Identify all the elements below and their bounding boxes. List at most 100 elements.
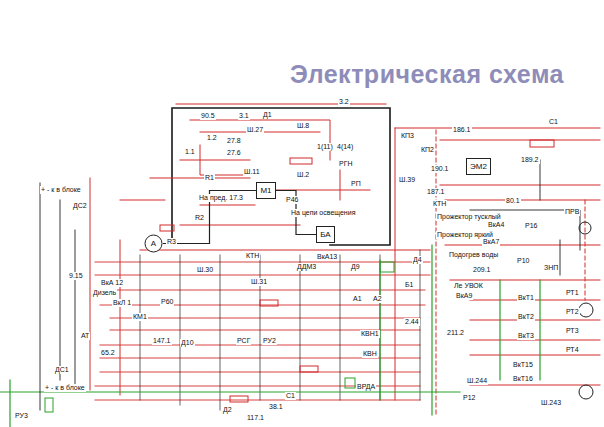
device-box: ЭМ2 [466,158,491,175]
diagram-title: Электрическая схема [290,60,564,89]
wire-label: 1.2 [206,134,218,142]
wire-label: На пред. 17.3 [198,194,244,202]
wire-label: 190.1 [430,165,450,173]
meter-circle: А [144,234,163,253]
black-wire [140,250,420,410]
wire-label: А1 [352,295,363,303]
wire-label: Д1 [262,111,273,119]
coil-symbol [260,300,278,306]
wire-label: Ле УВОК [453,282,484,290]
wire-label: Ш.31 [250,278,268,286]
coil-symbol [300,366,318,372]
coil-symbol [530,140,554,147]
device-box: М1 [256,182,276,199]
wire-label: 27.8 [226,137,242,145]
wire-label: Ш.243 [540,399,562,407]
wire-label: R1 [204,174,215,182]
wire-label: КВН1 [360,330,380,338]
wire-label: КМ1 [132,313,148,321]
wire-label: Р46 [285,196,299,204]
device-designation: М1 [260,186,271,195]
connector-wire [163,191,256,244]
wire-label: Д10 [180,339,195,347]
wire-label: ВкА7 [482,238,500,246]
wire-label: ВкА9 [455,292,473,300]
wire-label: 4(14) [336,143,354,151]
wire-label: ВкТ2 [517,313,535,321]
wire-label: А2 [372,295,383,303]
wire-label: ВкТ15 [512,361,534,369]
wire-label: ВРДА [356,383,376,391]
wire-label: Прожектор тусклый [436,213,502,221]
wire-label: 187.1 [426,188,446,196]
lamp-symbol [579,303,593,317]
wire-label: РУ3 [14,412,29,420]
wire-label: 38.1 [268,403,284,411]
wire-label: РГН [338,160,354,168]
wire-label: 209.1 [472,266,492,274]
wire-label: 117.1 [246,414,265,422]
wire-label: Д2 [222,406,233,414]
relay-symbol [380,262,394,272]
wire-label: РП [350,180,362,188]
wire-label: ВкТ3 [517,332,535,340]
wire-label: 3.2 [338,98,350,106]
wire-label: 147.1 [152,337,172,345]
coil-symbol [290,158,312,164]
wire-label: ВкА4 [487,221,505,229]
wire-label: РСГ [236,337,251,345]
wire-label: РТ3 [565,327,580,335]
wire-label: + - к в блоке [40,186,82,194]
coil-symbol [230,396,248,402]
wire-label: Р16 [524,222,538,230]
wire-label: КТН [432,200,447,208]
wire-label: РТ1 [565,289,580,297]
wire-label: 211.2 [446,329,465,337]
black-wire [172,108,390,245]
wire-label: ДС2 [72,202,88,210]
wire-label: КВН [362,350,378,358]
wire-label: ВкЛ 1 [112,299,132,307]
wire-label: 2.44 [404,318,420,326]
wire-label: ВкТ16 [512,375,534,383]
wire-label: С1 [285,392,296,400]
wire-label: Ш.39 [398,176,416,184]
wire-label: Б1 [404,281,415,289]
wire-label: 1(11) [316,143,334,151]
wire-label: 90.5 [200,112,216,120]
wire-label: Ш.244 [466,377,488,385]
wire-label: 27.6 [226,149,242,157]
wire-label: Ш.11 [243,168,261,176]
wire-label: 186.1 [452,126,472,134]
device-designation: А [151,239,156,248]
wire-label: Р60 [160,298,174,306]
red-frame [395,128,600,400]
green-wire [0,245,540,427]
lamp-symbol [579,385,593,399]
wire-label: 189.2 [520,156,540,164]
wire-label: ВкТ1 [517,294,535,302]
wire-label: ЗНП [543,264,559,272]
wire-label: 3.1 [238,112,250,120]
wire-label: На цепи освещения [290,209,356,217]
wire-label: Р10 [516,257,530,265]
wire-label: R3 [166,238,177,246]
wire-label: Д9 [350,263,361,271]
wire-label: 65.2 [100,349,116,357]
red-dashed-wire [436,130,585,415]
device-designation: ЭМ2 [470,162,487,171]
circle-outline [145,235,162,252]
wire-label: ПРВ [564,208,580,216]
black-wire [40,160,580,410]
wire-label: Д4 [412,256,423,264]
wire-label: 9.15 [68,272,84,280]
device-designation: БА [320,230,330,239]
wire-label: РТ2 [565,308,580,316]
wire-label: Ш.27 [246,126,264,134]
wire-label: Дизель [92,289,117,297]
wire-label: КП3 [400,132,415,140]
wire-label: Подогрев воды [448,251,499,259]
wire-label: С1 [548,118,559,126]
